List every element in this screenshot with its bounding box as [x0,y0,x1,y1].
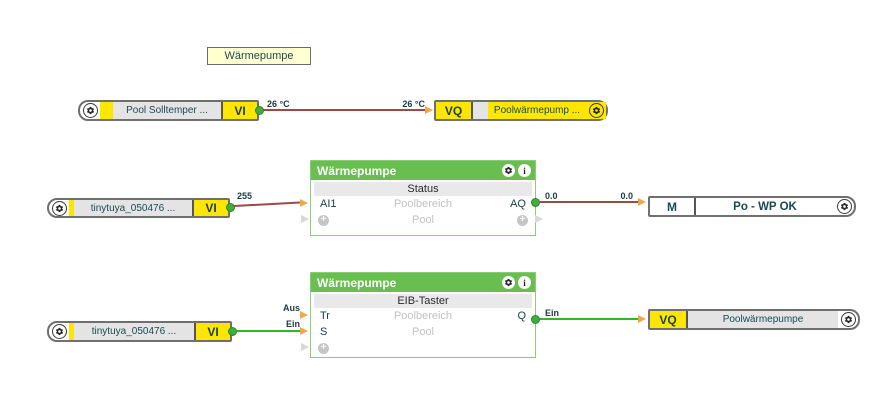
function-block-header: Wärmepumpe i [311,161,535,180]
wire-aq-to-memory[interactable] [540,201,638,203]
wire-value-label: 26 °C [267,99,290,109]
function-block-waermepumpe-eib[interactable]: Wärmepumpe i EIB-Taster Tr Poolbereich Q… [310,272,536,358]
room-label: Poolbereich [393,310,453,322]
block-label: Po - WP OK [733,200,797,213]
type-color-stripe [69,200,74,216]
gear-icon[interactable] [502,276,515,289]
input-block-tinytuya-mid[interactable]: tinytuya_050476 ... VI [47,198,230,218]
output-pin-label: Q [517,310,526,322]
add-output-icon[interactable]: + [517,214,528,226]
gear-icon[interactable] [51,200,67,216]
output-node[interactable] [531,315,540,324]
port-label: VI [221,102,257,119]
output-block-poolwp-bottom[interactable]: VQ Poolwärmepumpe [648,309,860,330]
type-color-stripe [69,323,74,340]
room-label: Poolbereich [393,198,453,210]
output-node[interactable] [226,203,235,212]
function-block-waermepumpe-status[interactable]: Wärmepumpe i Status AI1 Poolbereich AQ +… [310,160,536,236]
function-block-title: Wärmepumpe [317,163,397,178]
input-value-label: Aus [282,303,300,313]
input-arrow[interactable] [638,198,646,206]
port-label: M [650,198,696,215]
input-arrow[interactable] [300,311,308,319]
block-label: Pool Solltemper ... [113,102,221,119]
wire-tinytuya-to-ai1[interactable] [233,201,300,207]
wire-solltemp-to-vq[interactable] [263,109,425,111]
block-settings[interactable] [49,323,69,340]
wire-value-label: 0.0 [620,191,633,201]
input-value-label: Ein [285,319,300,329]
gear-icon[interactable] [82,103,98,118]
input-arrow[interactable] [425,106,433,114]
input-pin-label: Tr [320,310,330,322]
gear-icon[interactable] [588,103,604,118]
wire-value-label: 0.0 [545,191,558,201]
gear-icon[interactable] [502,164,515,177]
wire-tinytuya-to-s[interactable] [236,330,300,332]
gear-icon[interactable] [51,324,67,339]
input-pin-label: AI1 [320,198,337,210]
info-icon[interactable]: i [518,164,531,177]
output-pin-label: AQ [510,198,526,210]
input-arrow[interactable] [300,199,308,207]
block-label: Poolwärmepumpe [688,311,838,328]
type-color-stripe [100,102,113,119]
block-label: tinytuya_050476 ... [74,323,194,340]
comment-label[interactable]: Wärmepumpe [207,47,311,65]
block-label: Poolwärmepump ... [488,102,586,119]
port-label: VI [192,200,228,216]
input-block-pool-solltemp[interactable]: Pool Solltemper ... VI [78,100,259,121]
wire-value-label: Ein [545,308,560,318]
input-arrow[interactable] [300,327,308,335]
function-block-header: Wärmepumpe i [311,273,535,292]
input-block-tinytuya-bottom[interactable]: tinytuya_050476 ... VI [47,321,232,342]
unconnected-input-stub [301,343,309,351]
gear-icon[interactable] [836,199,852,214]
spacer-cell [473,102,488,119]
block-settings[interactable] [80,102,100,119]
input-arrow[interactable] [638,315,646,323]
memory-block-po-wp-ok[interactable]: M Po - WP OK [648,196,856,217]
input-pin-label: S [320,326,328,338]
port-label: VQ [436,102,473,119]
category-label: Pool [411,214,435,226]
function-block-title: Wärmepumpe [317,275,397,290]
port-label: VQ [650,311,688,328]
unconnected-output-stub [535,215,543,223]
block-settings[interactable] [838,311,858,328]
info-icon[interactable]: i [518,276,531,289]
function-block-subtitle: EIB-Taster [314,294,532,308]
wire-q-to-vq[interactable] [540,318,638,320]
block-settings[interactable] [834,198,854,215]
block-settings[interactable] [49,200,69,216]
block-settings[interactable] [586,102,606,119]
add-input-icon[interactable]: + [318,342,329,354]
unconnected-input-stub [301,215,309,223]
wire-value-label: 255 [237,191,253,201]
category-label: Pool [411,326,435,338]
add-input-icon[interactable]: + [318,214,329,226]
output-block-poolwp-top[interactable]: VQ Poolwärmepump ... [434,100,608,121]
block-label: tinytuya_050476 ... [74,200,192,216]
gear-icon[interactable] [840,312,856,327]
wire-value-label: 26 °C [402,99,425,109]
function-block-subtitle: Status [314,182,532,196]
output-node[interactable] [531,198,540,207]
port-label: VI [194,323,230,340]
